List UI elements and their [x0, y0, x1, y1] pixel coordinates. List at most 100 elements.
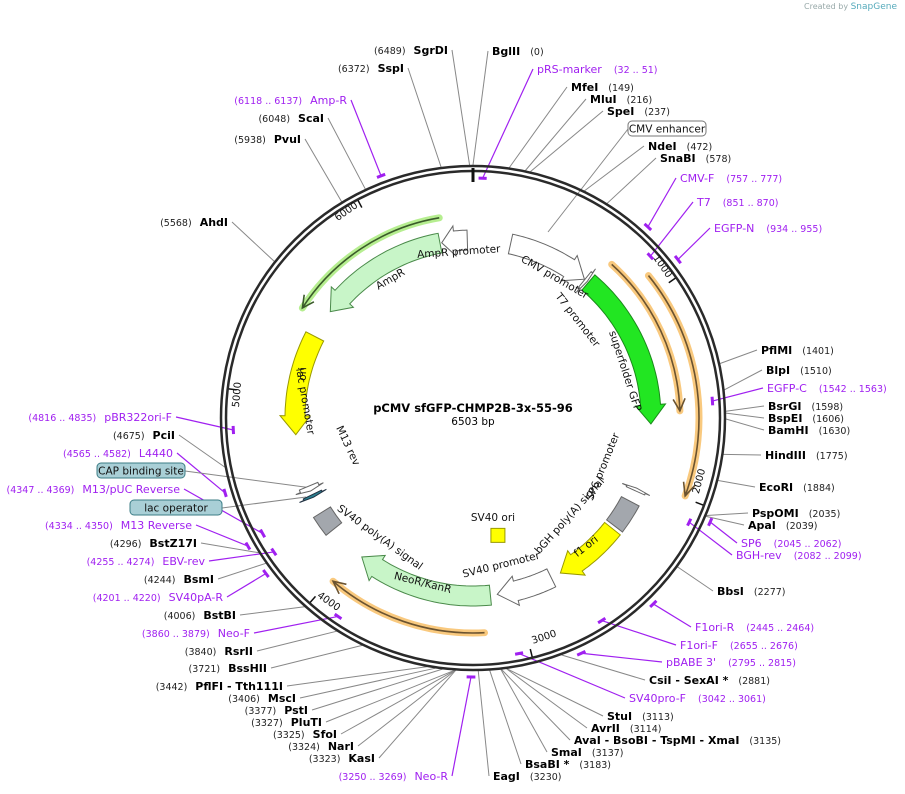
- site-label-sfoi: (3325)SfoI: [273, 728, 337, 741]
- primer-mark: [707, 517, 714, 527]
- primer-leader-line: [652, 603, 692, 628]
- feature-ori: [278, 331, 325, 436]
- primer-mark: [649, 599, 658, 609]
- primer-mark: [244, 541, 252, 551]
- feature-sp6-promoter: [622, 483, 651, 496]
- feature-neor-kanr: [361, 554, 492, 607]
- primer-leader-line: [253, 615, 339, 634]
- primer-mark: [686, 518, 693, 527]
- primer-leader-line: [195, 524, 249, 547]
- site-label-smai: SmaI(3137): [551, 746, 624, 759]
- primer-leader-line: [601, 619, 677, 646]
- callout-leader-line: [184, 470, 313, 489]
- callout-label-cmv-enhancer: CMV enhancer: [629, 124, 706, 136]
- primer-leader-line: [482, 68, 534, 179]
- site-leader-line: [530, 110, 604, 172]
- primer-label: (3860 .. 3879)Neo-F: [142, 627, 250, 640]
- site-leader-line: [724, 369, 763, 391]
- feature-bgh-poly-a-signal: [605, 495, 640, 533]
- primer-mark: [514, 651, 524, 656]
- site-label-bsabi: BsaBI *(3183): [525, 758, 611, 771]
- site-leader-line: [178, 434, 226, 468]
- site-label-mlui: MluI(216): [590, 93, 652, 106]
- site-leader-line: [561, 654, 646, 681]
- primer-leader-line: [226, 573, 267, 598]
- tick-label-5000: 5000: [231, 382, 244, 408]
- primer-label: SV40pro-F(3042 .. 3061): [629, 692, 766, 705]
- primer-label: EGFP-C(1542 .. 1563): [767, 382, 887, 395]
- site-leader-line: [270, 644, 363, 669]
- primer-label: (4201 .. 4220)SV40pA-R: [93, 591, 224, 604]
- tick-mark: [357, 200, 363, 208]
- site-leader-line: [256, 630, 337, 652]
- branding-prefix: Created by: [804, 2, 849, 11]
- site-leader-line: [706, 512, 749, 516]
- primer-mark: [262, 569, 270, 578]
- features: [222, 172, 715, 679]
- site-leader-line: [378, 670, 456, 759]
- primer-leader-line: [709, 521, 738, 544]
- primer-label: (4347 .. 4369)M13/pUC Reverse: [7, 483, 181, 496]
- feature-sv40-poly-a-signal: [312, 506, 343, 536]
- feature-superfolder-gfp: [581, 274, 667, 425]
- site-label-psti: (3377)PstI: [245, 704, 308, 717]
- primer-mark: [643, 222, 653, 232]
- site-label-ecori: EcoRI(1884): [759, 481, 835, 494]
- plasmid-name: pCMV sfGFP-CHMP2B-3x-55-96: [373, 401, 573, 415]
- site-leader-line: [725, 418, 765, 431]
- primer-mark: [222, 488, 228, 498]
- site-leader-line: [506, 668, 604, 717]
- site-label-snabi: SnaBI(578): [660, 152, 731, 165]
- site-leader-line: [725, 412, 765, 419]
- site-leader-line: [677, 566, 714, 592]
- primer-leader-line: [451, 676, 472, 777]
- primer-mark: [646, 252, 655, 261]
- site-label-rsrii: (3840)RsrII: [185, 645, 253, 658]
- site-label-sgrdi: (6489)SgrDI: [374, 44, 448, 57]
- tick-mark: [228, 388, 237, 391]
- site-leader-line: [501, 669, 571, 741]
- site-label-avrii: AvrII(3114): [591, 722, 662, 735]
- orf-line: [332, 580, 485, 634]
- feature-sv40-promoter: [496, 568, 557, 607]
- site-label-eagi: EagI(3230): [493, 770, 562, 783]
- site-leader-line: [472, 50, 489, 166]
- primer-leader-line: [712, 387, 764, 402]
- site-label-bbsi: BbsI(2277): [717, 585, 786, 598]
- primer-mark: [259, 528, 267, 539]
- feature-lac-promoter: [295, 481, 324, 496]
- orf-arrowhead: [301, 294, 315, 310]
- site-label-spei: SpeI(237): [607, 105, 670, 118]
- primer-label: (4334 .. 4350)M13 Reverse: [45, 519, 192, 532]
- site-label-avai: AvaI - BsoBI - TspMI - XmaI(3135): [574, 734, 781, 747]
- leader-lines: [175, 49, 765, 777]
- site-label-apai: ApaI(2039): [748, 519, 818, 532]
- snapgene-logo: SnapGene: [850, 2, 897, 12]
- site-label-bstz17i: (4296)BstZ17I: [110, 537, 197, 550]
- tick-label-6000: 6000: [333, 200, 360, 224]
- orf-line: [611, 263, 681, 411]
- site-leader-line: [525, 98, 587, 171]
- primer-mark: [270, 547, 278, 557]
- tick-mark: [668, 277, 676, 284]
- primer-leader-line: [688, 521, 733, 556]
- site-leader-line: [311, 668, 443, 711]
- primer-leader-line: [350, 99, 382, 177]
- callout-label-cap-binding-site: CAP binding site: [98, 466, 184, 478]
- tick-label-1000: 1000: [650, 253, 674, 280]
- site-label-bsrgi: BsrGI(1598): [768, 400, 843, 413]
- primer-label: BGH-rev(2082 .. 2099): [736, 549, 862, 562]
- site-leader-line: [725, 405, 765, 412]
- primer-mark: [333, 612, 343, 620]
- site-leader-line: [508, 86, 568, 168]
- primer-label: (4565 .. 4582)L4440: [63, 447, 173, 460]
- site-label-pcii: (4675)PciI: [113, 429, 175, 442]
- site-leader-line: [239, 606, 305, 616]
- feature-cmv-promoter: [507, 233, 586, 282]
- feature-label: M13 rev: [333, 424, 362, 468]
- site-label-msci: (3406)MscI: [228, 692, 296, 705]
- feature-ampr: [329, 232, 443, 313]
- callout-box: [129, 499, 223, 516]
- feature-f1-ori: [559, 521, 622, 576]
